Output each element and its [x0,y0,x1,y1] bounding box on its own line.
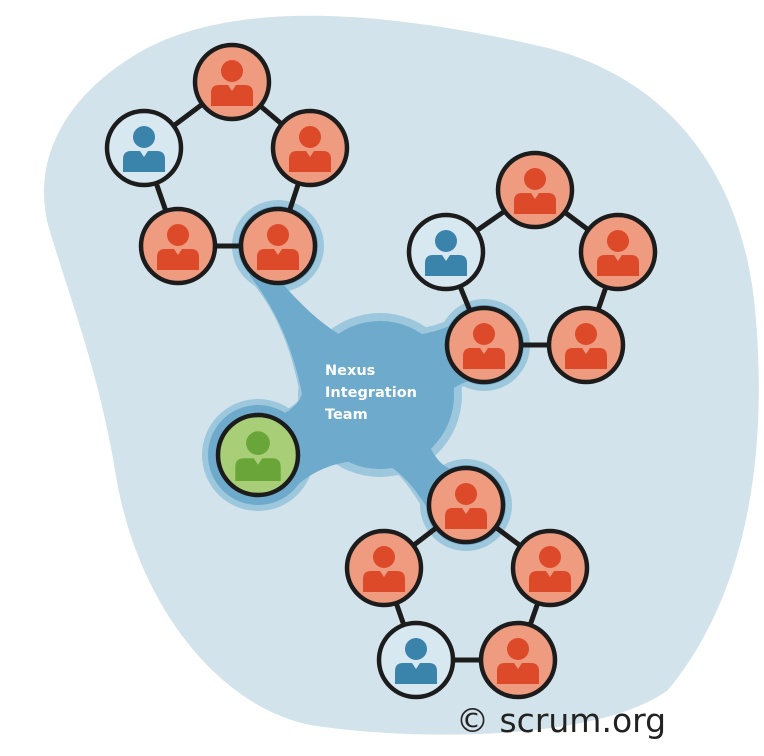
person-body-icon [445,508,487,529]
developer-node [138,206,218,286]
person-head-icon [473,323,495,345]
integration-team-label-line-2: Integration [325,385,417,401]
developer-node [510,528,590,608]
person-head-icon [246,431,270,455]
person-head-icon [267,224,289,246]
person-body-icon [565,348,607,369]
integration-team-label: Nexus Integration Team [325,363,422,423]
person-body-icon [123,151,165,172]
person-body-icon [363,571,405,592]
person-head-icon [167,224,189,246]
integration-team-label-line-3: Team [325,407,368,423]
person-head-icon [539,546,561,568]
integration-team-label-line-1: Nexus [325,363,375,379]
person-head-icon [455,483,477,505]
person-body-icon [425,255,467,276]
person-body-icon [514,193,556,214]
scrum-master-node [215,412,301,498]
person-head-icon [507,638,529,660]
person-head-icon [575,323,597,345]
team-bottom [344,465,590,700]
person-head-icon [435,230,457,252]
person-head-icon [373,546,395,568]
person-body-icon [597,255,639,276]
developer-node [478,620,558,700]
developer-node [578,212,658,292]
developer-node [546,305,626,385]
product-owner-node [104,108,184,188]
person-head-icon [221,60,243,82]
person-head-icon [607,230,629,252]
person-body-icon [257,249,299,270]
developer-node [238,206,318,286]
team-right [406,150,658,385]
product-owner-node [406,212,486,292]
person-body-icon [289,151,331,172]
person-body-icon [211,85,253,106]
developer-node [444,305,524,385]
person-head-icon [405,638,427,660]
product-owner-node [376,620,456,700]
person-head-icon [133,126,155,148]
person-body-icon [529,571,571,592]
person-body-icon [157,249,199,270]
person-head-icon [299,126,321,148]
developer-node [192,42,272,122]
person-body-icon [235,458,281,481]
developer-node [426,465,506,545]
team-top-left [104,42,350,286]
person-body-icon [463,348,505,369]
person-body-icon [395,663,437,684]
copyright-credit: © scrum.org [456,701,667,740]
developer-node [344,528,424,608]
person-head-icon [524,168,546,190]
scrum-master-circle [215,412,301,498]
developer-node [495,150,575,230]
developer-node [270,108,350,188]
person-body-icon [497,663,539,684]
